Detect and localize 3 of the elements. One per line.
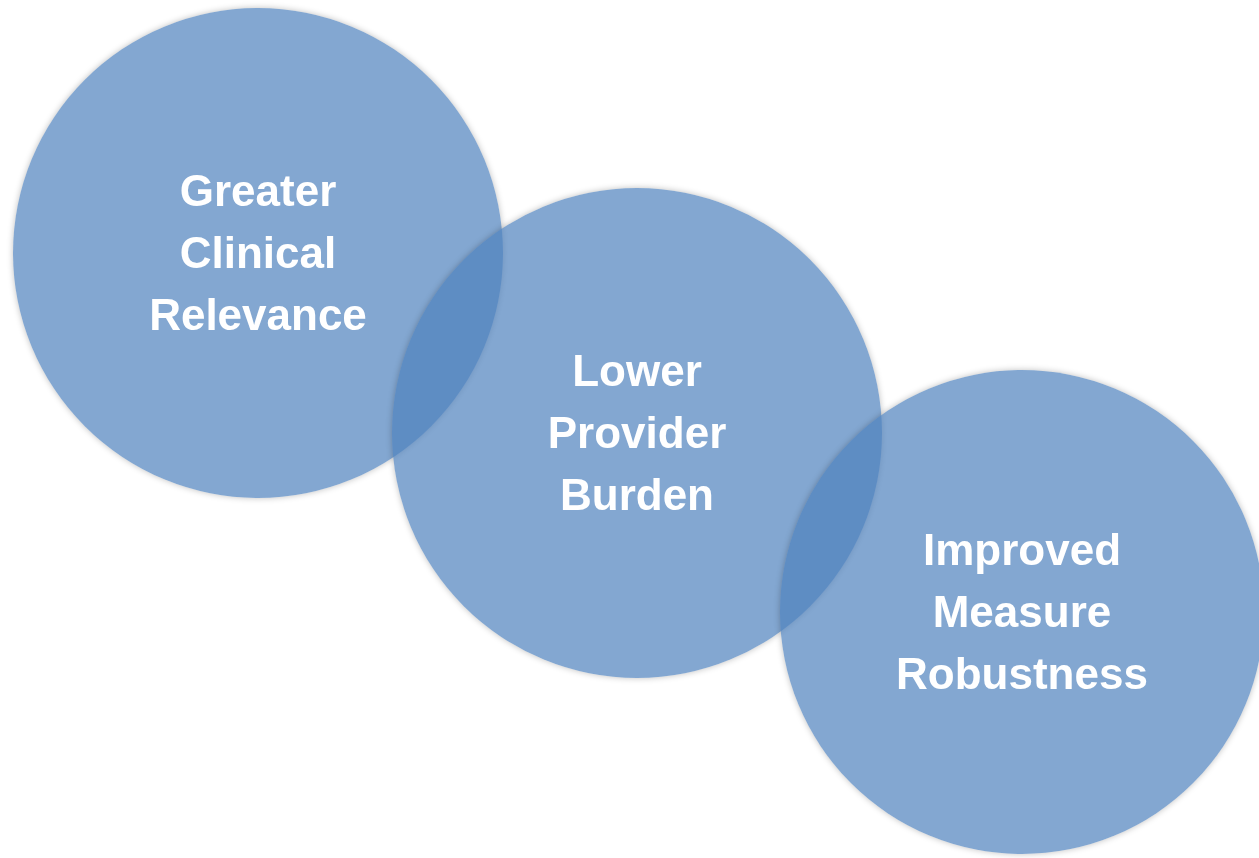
circle-label: Lower Provider Burden: [546, 345, 728, 521]
circle-label: Improved Measure Robustness: [895, 524, 1149, 700]
circle-label: Greater Clinical Relevance: [148, 165, 368, 341]
